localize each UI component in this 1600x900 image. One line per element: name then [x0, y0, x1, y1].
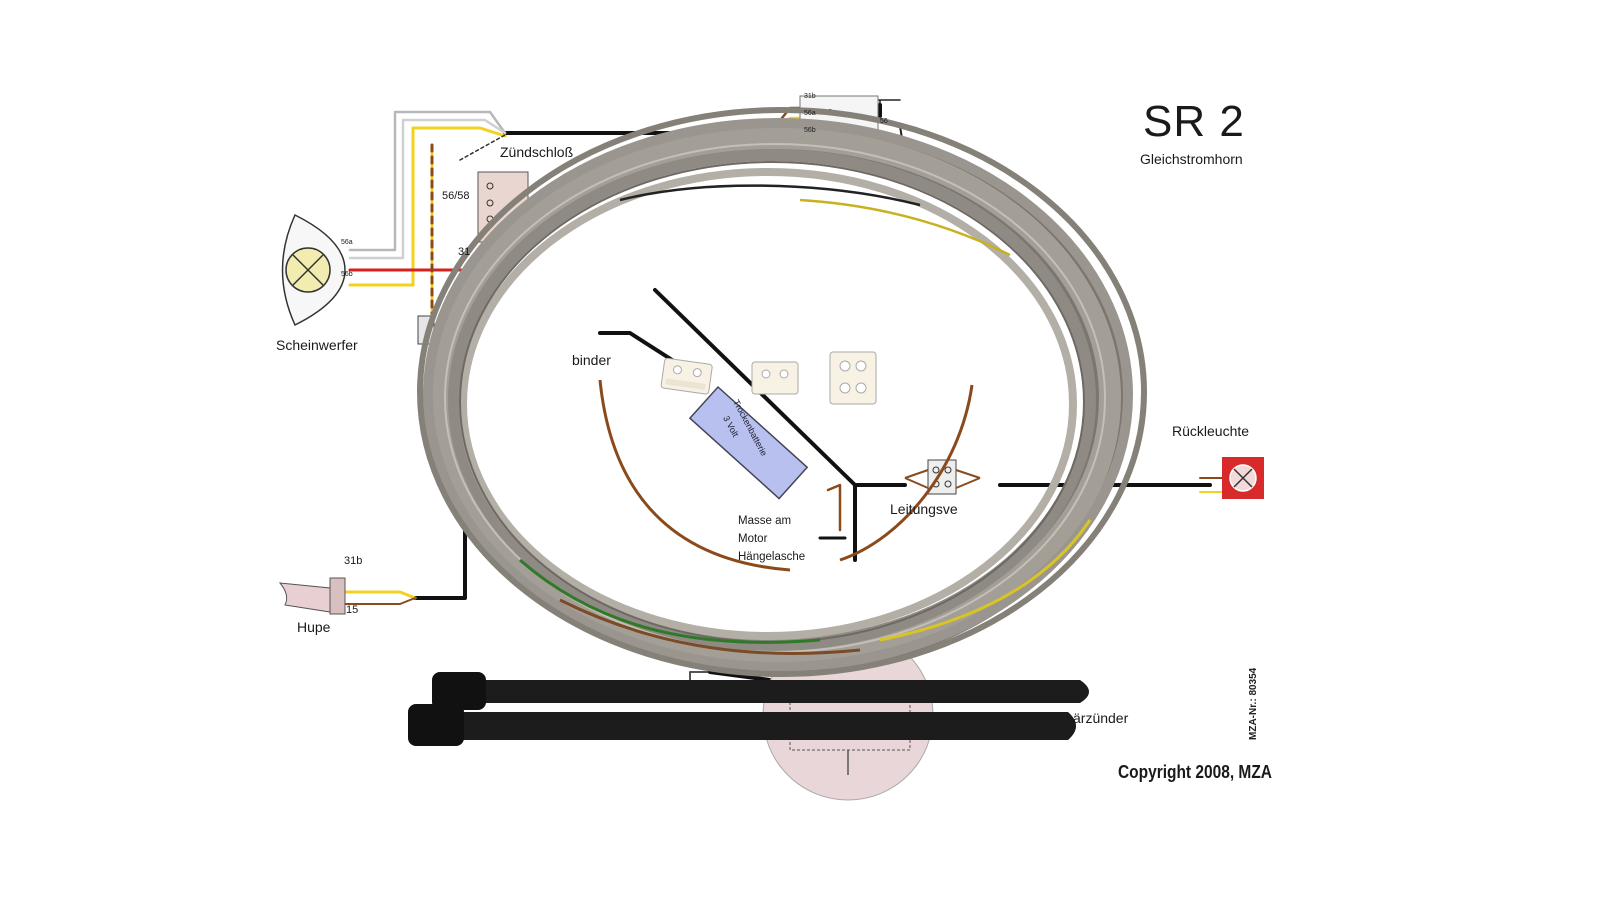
horn-symbol: [278, 577, 346, 615]
connector-left-label: binder: [572, 352, 611, 368]
wire-yellow: [348, 126, 507, 287]
diagram-title: SR 2: [1143, 97, 1245, 146]
terminal-56a: 56a: [341, 239, 353, 246]
diagram-subtitle: Gleichstromhorn: [1140, 151, 1243, 167]
cable-tie-1: [440, 680, 1089, 703]
loose-brown-wire: [839, 384, 974, 562]
wire-horn-yellow: [343, 590, 417, 600]
switch-terminal-56b: 56b: [804, 127, 816, 134]
tail-light-symbol: [1222, 457, 1264, 499]
cable-coil: [417, 107, 1147, 677]
switch-terminal-31b: 31b: [804, 93, 816, 100]
terminal-15: 15: [346, 604, 359, 616]
part-number: MZA-Nr.: 80354: [1248, 667, 1259, 740]
ground-label-3: Hängelasche: [738, 551, 806, 563]
wire-center-black: [598, 331, 682, 367]
battery-symbol: [688, 385, 809, 500]
headlight-symbol: [281, 213, 346, 327]
connector-blocks: [660, 351, 877, 405]
ground-label-1: Masse am: [738, 515, 792, 527]
cable-tie-2: [418, 712, 1076, 740]
magneto-label: ärzünder: [1073, 710, 1129, 726]
terminal-56-58: 56/58: [442, 190, 470, 202]
wire-horn-brown: [344, 597, 416, 605]
terminal-56: 56: [880, 118, 888, 125]
ignition-switch-link: [459, 134, 506, 161]
tail-light-label: Rückleuchte: [1172, 423, 1250, 439]
ground-label-2: Motor: [738, 533, 768, 545]
horn-label: Hupe: [297, 619, 331, 635]
terminal-31: 31: [458, 246, 471, 258]
wire-headlight-grey-1: [348, 110, 507, 252]
cable-ties: [408, 672, 1089, 746]
copyright-notice: Copyright 2008, MZA: [1118, 762, 1272, 782]
ignition-switch-label: Zündschloß: [500, 144, 574, 160]
wire-ground: [826, 483, 842, 532]
headlight-label: Scheinwerfer: [276, 337, 358, 353]
connector-label: Leitungsve: [890, 501, 958, 517]
switch-terminal-56a: 56a: [804, 110, 816, 117]
wire-headlight-grey-2: [348, 118, 507, 260]
terminal-31b: 31b: [344, 555, 363, 567]
terminal-56b: 56b: [341, 271, 353, 278]
line-connector: [904, 459, 981, 495]
